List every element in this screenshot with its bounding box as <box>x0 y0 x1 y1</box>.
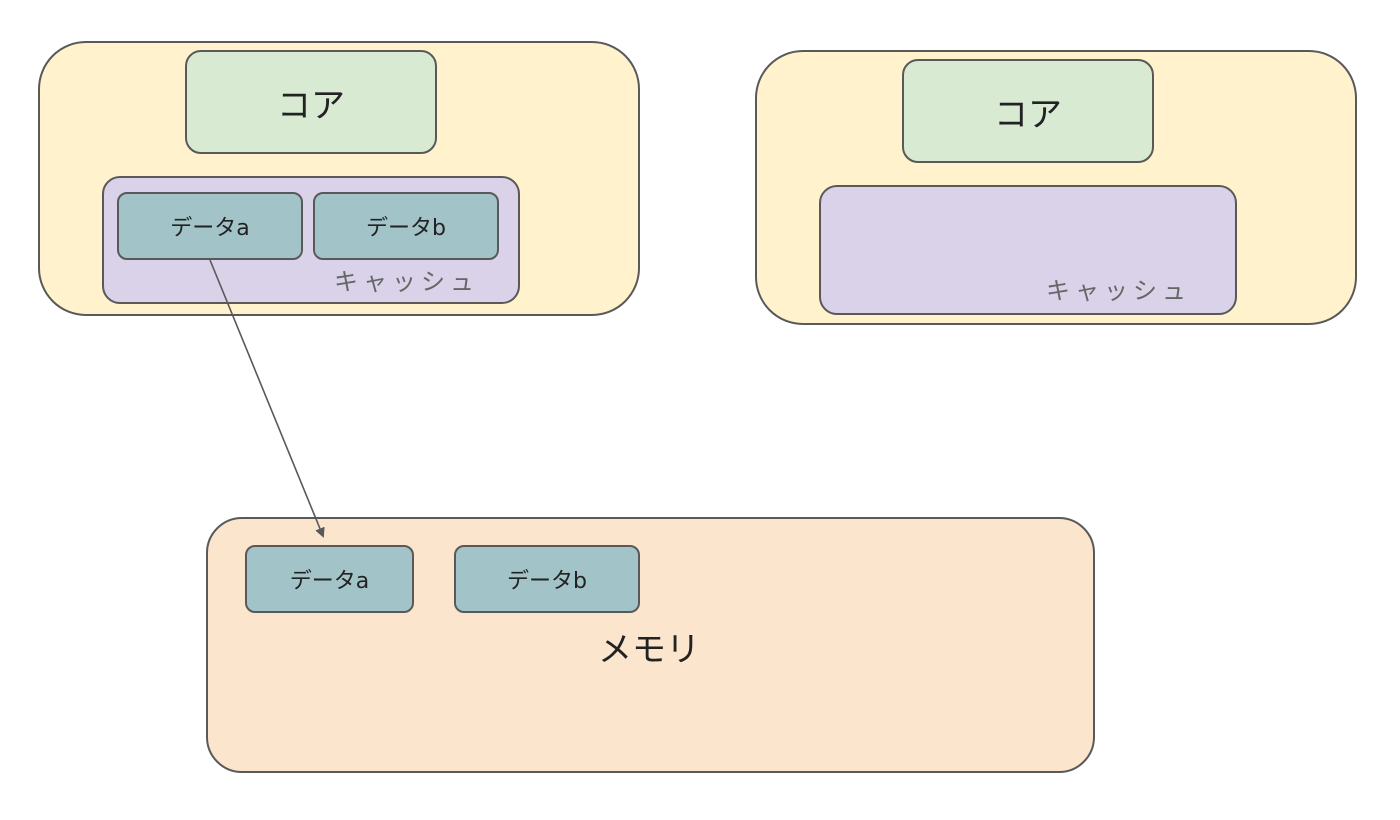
left-cache-data-a: データa <box>117 192 303 260</box>
memory-data-a: データa <box>245 545 414 613</box>
left-core-box: コア <box>185 50 437 154</box>
left-cache-label: キャッシュ <box>334 268 479 296</box>
right-cache-label: キャッシュ <box>1046 277 1191 305</box>
memory-label: メモリ <box>598 630 700 670</box>
right-cache-box <box>819 185 1237 315</box>
memory-data-b: データb <box>454 545 640 613</box>
right-core-box: コア <box>902 59 1154 163</box>
cache-to-memory-arrow <box>209 259 325 538</box>
left-cache-data-b: データb <box>313 192 499 260</box>
